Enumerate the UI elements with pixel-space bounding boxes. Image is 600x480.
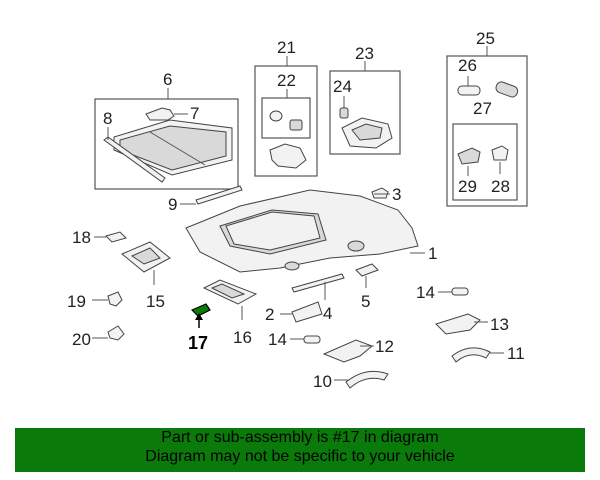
callout-19[interactable]: 19 <box>67 292 86 311</box>
callout-27[interactable]: 27 <box>473 99 492 118</box>
callout-4[interactable]: 4 <box>323 304 332 323</box>
trim-strip-9 <box>195 185 243 205</box>
clip-part-7 <box>145 107 175 121</box>
bracket-part-13 <box>435 313 481 335</box>
callout-28[interactable]: 28 <box>491 177 510 196</box>
bracket-part-2 <box>291 301 323 323</box>
headliner-panel <box>185 189 419 273</box>
clip-part-20 <box>107 325 125 341</box>
lamp-housing-21 <box>269 143 307 169</box>
callout-3-label[interactable]: 3 <box>392 185 401 204</box>
banner-line-2: Diagram may not be specific to your vehi… <box>145 448 455 465</box>
callout-6[interactable]: 6 <box>163 70 172 89</box>
clip-part-5 <box>355 263 379 277</box>
handle-strip-4 <box>291 273 345 293</box>
dome-lamp-23 <box>339 107 393 149</box>
callout-20[interactable]: 20 <box>72 330 91 349</box>
callout-23[interactable]: 23 <box>355 44 374 63</box>
callout-7[interactable]: 7 <box>190 104 199 123</box>
callout-25[interactable]: 25 <box>476 29 495 48</box>
callout-8[interactable]: 8 <box>103 109 112 128</box>
grab-handle-10 <box>345 370 389 389</box>
callout-1[interactable]: 1 <box>428 244 437 263</box>
callout-15[interactable]: 15 <box>146 292 165 311</box>
callout-22[interactable]: 22 <box>277 71 296 90</box>
clip-part-19 <box>107 291 123 307</box>
bracket-part-12 <box>322 339 373 363</box>
group-box-22 <box>261 97 311 139</box>
plug-part-14-upper <box>451 287 469 296</box>
socket-part-28 <box>491 145 509 161</box>
bulb-part-26 <box>457 81 519 98</box>
callout-14-upper[interactable]: 14 <box>416 283 435 302</box>
callout-21[interactable]: 21 <box>277 38 296 57</box>
callout-18[interactable]: 18 <box>72 228 91 247</box>
grab-handle-11 <box>451 347 491 363</box>
callout-10[interactable]: 10 <box>313 372 332 391</box>
callout-5[interactable]: 5 <box>361 292 370 311</box>
callout-26[interactable]: 26 <box>458 56 477 75</box>
callout-9[interactable]: 9 <box>168 195 177 214</box>
sun-visor-16 <box>202 279 258 305</box>
sunshade-strip <box>103 136 166 183</box>
callout-12[interactable]: 12 <box>375 337 394 356</box>
callout-24[interactable]: 24 <box>333 77 352 96</box>
callout-14-lower[interactable]: 14 <box>268 330 287 349</box>
callout-17[interactable]: 17 <box>188 333 208 353</box>
banner-line-1: Part or sub-assembly is #17 in diagram <box>161 429 439 446</box>
bulb-part-22 <box>269 110 303 131</box>
clip-part-18 <box>105 231 127 243</box>
highlighted-part-17[interactable] <box>190 303 211 317</box>
sunshade-panel <box>113 119 233 176</box>
sun-visor-15 <box>121 241 171 273</box>
callout-11[interactable]: 11 <box>507 344 525 363</box>
callout-29[interactable]: 29 <box>458 177 477 196</box>
socket-part-29 <box>457 147 481 165</box>
clip-part-3 <box>371 187 389 199</box>
callout-13[interactable]: 13 <box>490 315 509 334</box>
callout-2[interactable]: 2 <box>265 305 274 324</box>
callout-16[interactable]: 16 <box>233 328 252 347</box>
info-banner: Part or sub-assembly is #17 in diagram D… <box>15 428 585 472</box>
parts-diagram: 6 8 7 21 22 23 24 25 26 27 <box>67 29 528 391</box>
plug-part-14-lower <box>303 335 321 344</box>
